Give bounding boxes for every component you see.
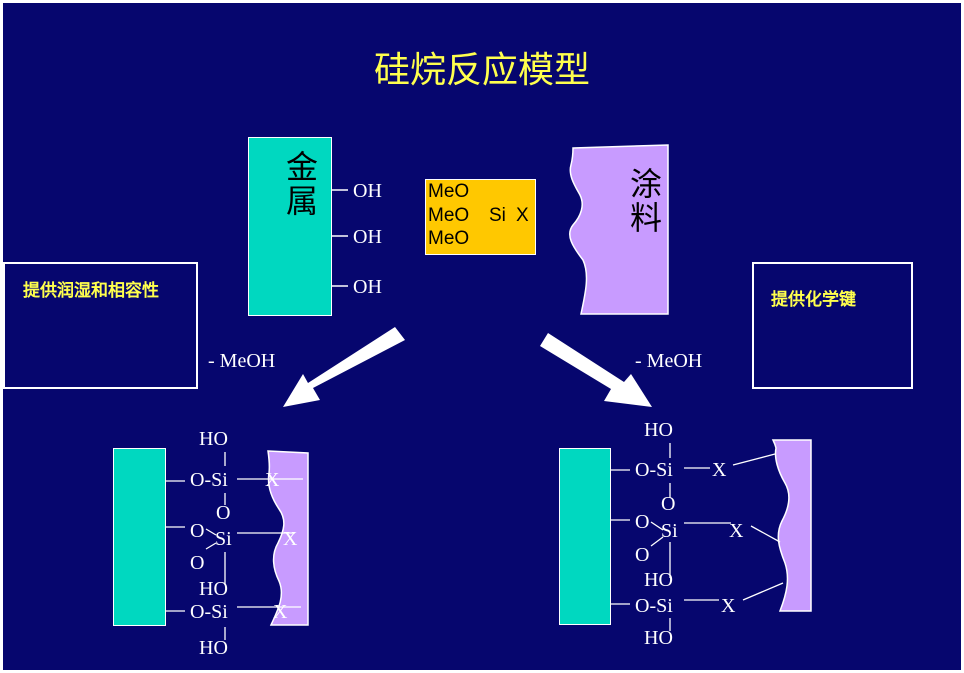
metal-char-2: 属 (285, 182, 318, 220)
left-o-2: O (190, 520, 205, 542)
left-product-bonds (166, 452, 303, 640)
coating-shape-top (569, 144, 669, 315)
byproduct-methanol-left: - MeOH (208, 350, 276, 372)
silane-meo-2: MeO (428, 205, 470, 226)
metal-char-1: 金 (285, 148, 318, 186)
diagram-graphics (166, 144, 812, 640)
reaction-arrow-right (540, 333, 652, 407)
wetting-compatibility-box (3, 262, 198, 389)
left-ho-mid: HO (199, 578, 228, 600)
right-ho-mid: HO (644, 569, 673, 591)
left-x-3: X (273, 601, 288, 623)
wetting-compatibility-text: 提供润湿和相容性 (23, 281, 159, 301)
slide: 硅烷反应模型 提供润湿和相容性 提供化学键 (3, 3, 961, 670)
right-x-1: X (712, 459, 727, 481)
hydroxyl-2: OH (353, 226, 382, 248)
silane-si: Si (489, 205, 506, 226)
right-si-2: Si (661, 520, 678, 542)
coating-label: 涂 料 (626, 167, 666, 235)
right-ho-bottom: HO (644, 627, 673, 649)
silane-meo-1: MeO (428, 181, 470, 202)
right-product-bonds (611, 443, 784, 631)
coating-char-1: 涂 (629, 165, 662, 203)
metal-block-top (248, 137, 332, 316)
right-o-2: O (635, 511, 650, 533)
left-osi-1: O-Si (190, 469, 228, 491)
right-o-down: O (635, 544, 650, 566)
left-ho-bottom: HO (199, 637, 228, 659)
metal-block-bottom-right (559, 448, 611, 625)
silane-molecule-box (425, 179, 536, 255)
reaction-arrow-left (283, 327, 405, 407)
left-ho-top: HO (199, 428, 228, 450)
right-ho-top: HO (644, 419, 673, 441)
left-o-down: O (190, 552, 205, 574)
right-osi-3: O-Si (635, 595, 673, 617)
right-x-3: X (721, 595, 736, 617)
left-o-up: O (216, 502, 231, 524)
hydroxyl-3: OH (353, 276, 382, 298)
metal-block-bottom-left (113, 448, 166, 626)
silane-x: X (516, 205, 529, 226)
chemical-bond-box (752, 262, 913, 389)
right-o-up: O (661, 493, 676, 515)
coating-shape-bottom-right (771, 439, 812, 612)
left-x-2: X (283, 528, 298, 550)
hydroxyl-1: OH (353, 180, 382, 202)
left-osi-3: O-Si (190, 601, 228, 623)
metal-label: 金 属 (282, 150, 322, 218)
left-x-1: X (265, 469, 280, 491)
left-si-2: Si (215, 528, 232, 550)
slide-title: 硅烷反应模型 (373, 50, 590, 91)
chemical-bond-text: 提供化学键 (771, 290, 856, 310)
coating-shape-bottom-left (267, 450, 309, 626)
byproduct-methanol-right: - MeOH (635, 350, 703, 372)
silane-meo-3: MeO (428, 228, 470, 249)
right-osi-1: O-Si (635, 459, 673, 481)
coating-char-2: 料 (629, 199, 662, 237)
right-x-2: X (729, 520, 744, 542)
